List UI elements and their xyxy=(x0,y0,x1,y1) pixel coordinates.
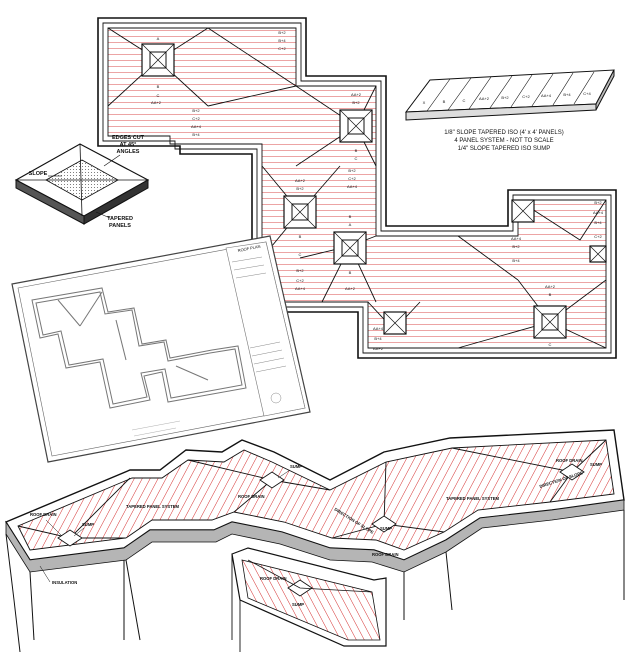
svg-text:AA+4: AA+4 xyxy=(511,236,522,241)
svg-text:AA+4: AA+4 xyxy=(347,184,358,189)
svg-text:C+2: C+2 xyxy=(296,278,304,283)
svg-text:B+2: B+2 xyxy=(348,168,356,173)
svg-text:ROOF PLAN: ROOF PLAN xyxy=(237,244,261,253)
svg-text:SUMP: SUMP xyxy=(82,522,94,527)
svg-text:B+2: B+2 xyxy=(501,95,509,100)
svg-text:C: C xyxy=(157,93,160,98)
svg-text:TAPERED PANEL SYSTEM: TAPERED PANEL SYSTEM xyxy=(446,496,500,501)
sump-squares xyxy=(141,43,607,339)
svg-text:C: C xyxy=(463,98,466,103)
svg-text:ROOF DRAIN: ROOF DRAIN xyxy=(556,458,583,463)
svg-text:AA+2: AA+2 xyxy=(345,286,356,291)
panel-detail: EDGES CUT AT 45° ANGLES SLOPE TAPERED PA… xyxy=(14,135,150,229)
svg-text:PANELS: PANELS xyxy=(109,223,131,229)
svg-text:AA+4: AA+4 xyxy=(593,210,604,215)
sheet-plan-outline xyxy=(31,287,247,409)
svg-text:ROOF DRAIN: ROOF DRAIN xyxy=(238,494,265,499)
svg-text:C: C xyxy=(355,156,358,161)
svg-text:AA+2: AA+2 xyxy=(351,92,362,97)
svg-text:INSULATION: INSULATION xyxy=(52,580,77,585)
svg-text:B: B xyxy=(157,84,160,89)
svg-text:SUMP: SUMP xyxy=(590,462,602,467)
svg-text:B+4: B+4 xyxy=(563,92,571,97)
svg-text:C: C xyxy=(299,252,302,257)
drain-4 xyxy=(559,463,585,481)
svg-text:B: B xyxy=(349,214,352,219)
isometric-roof-view: ROOF DRAIN SUMP TAPERED PANEL SYSTEM SUM… xyxy=(4,429,625,653)
svg-text:C+2: C+2 xyxy=(348,176,356,181)
svg-text:B: B xyxy=(549,292,552,297)
svg-text:SUMP: SUMP xyxy=(290,464,302,469)
svg-text:C+2: C+2 xyxy=(594,234,602,239)
svg-text:SLOPE: SLOPE xyxy=(29,171,48,177)
svg-text:AA+2: AA+2 xyxy=(479,96,490,101)
roof-plan-layout: A B C AA+2 B+2 B+4 C+2 AA+2 B+2 B C B+2 … xyxy=(97,17,617,359)
tapered-iso-strip: X B C AA+2 B+2 C+2 AA+4 B+4 C+4 1/8" SLO… xyxy=(404,69,615,152)
svg-text:B+2: B+2 xyxy=(512,244,520,249)
svg-text:1/8" SLOPE TAPERED ISO (4' x 4: 1/8" SLOPE TAPERED ISO (4' x 4' PANELS) xyxy=(444,130,563,136)
svg-text:ROOF DRAIN: ROOF DRAIN xyxy=(260,576,287,581)
svg-text:AA+2: AA+2 xyxy=(151,100,162,105)
svg-text:C+2: C+2 xyxy=(192,116,200,121)
svg-text:B: B xyxy=(355,148,358,153)
roof-plan-sheet: ROOF PLAN xyxy=(11,235,311,463)
svg-text:B+2: B+2 xyxy=(296,186,304,191)
svg-text:X: X xyxy=(423,100,426,105)
svg-text:ANGLES: ANGLES xyxy=(117,149,140,155)
svg-text:C: C xyxy=(549,342,552,347)
svg-text:AA+4: AA+4 xyxy=(541,93,552,98)
svg-text:C+2: C+2 xyxy=(522,94,530,99)
svg-text:ROOF DRAIN: ROOF DRAIN xyxy=(372,552,399,557)
drain-3 xyxy=(371,515,397,533)
svg-text:B+2: B+2 xyxy=(278,30,286,35)
svg-text:B+2: B+2 xyxy=(352,100,360,105)
svg-text:C+2: C+2 xyxy=(278,46,286,51)
svg-text:B+2: B+2 xyxy=(192,108,200,113)
svg-text:SUMP: SUMP xyxy=(292,602,304,607)
svg-text:B: B xyxy=(299,234,302,239)
svg-text:AA+4: AA+4 xyxy=(191,124,202,129)
svg-text:AT 45°: AT 45° xyxy=(120,142,137,148)
svg-text:EDGES CUT: EDGES CUT xyxy=(112,135,145,141)
svg-text:AA+4: AA+4 xyxy=(295,286,306,291)
drain-1 xyxy=(57,529,83,547)
iso-drains xyxy=(57,463,585,547)
svg-text:B+2: B+2 xyxy=(296,268,304,273)
svg-text:C+4: C+4 xyxy=(583,91,591,96)
svg-text:B: B xyxy=(443,99,446,104)
svg-text:B: B xyxy=(349,270,352,275)
svg-text:A: A xyxy=(157,36,160,41)
svg-text:TAPERED PANEL SYSTEM: TAPERED PANEL SYSTEM xyxy=(126,504,180,509)
iso-strip-captions: 1/8" SLOPE TAPERED ISO (4' x 4' PANELS) … xyxy=(444,130,563,152)
svg-text:ROOF DRAIN: ROOF DRAIN xyxy=(30,512,57,517)
svg-text:AA+2: AA+2 xyxy=(295,178,306,183)
svg-text:B+2: B+2 xyxy=(594,200,602,205)
svg-text:TAPERED: TAPERED xyxy=(107,216,133,222)
plan-code-labels: A B C AA+2 B+2 B+4 C+2 AA+2 B+2 B C B+2 … xyxy=(151,30,604,351)
svg-text:B+4: B+4 xyxy=(192,132,200,137)
svg-text:AA+4: AA+4 xyxy=(373,326,384,331)
svg-text:B+4: B+4 xyxy=(374,336,382,341)
svg-text:B+4: B+4 xyxy=(594,220,602,225)
svg-text:AA+2: AA+2 xyxy=(545,284,556,289)
svg-text:A: A xyxy=(349,222,352,227)
svg-text:AA+2: AA+2 xyxy=(373,346,384,351)
svg-text:B+4: B+4 xyxy=(278,38,286,43)
svg-text:SUMP: SUMP xyxy=(380,526,392,531)
drain-2 xyxy=(259,471,285,489)
svg-text:1/4" SLOPE TAPERED ISO SUMP: 1/4" SLOPE TAPERED ISO SUMP xyxy=(458,146,551,152)
svg-text:4 PANEL SYSTEM - NOT TO SCALE: 4 PANEL SYSTEM - NOT TO SCALE xyxy=(454,138,553,144)
svg-text:B+4: B+4 xyxy=(512,258,520,263)
